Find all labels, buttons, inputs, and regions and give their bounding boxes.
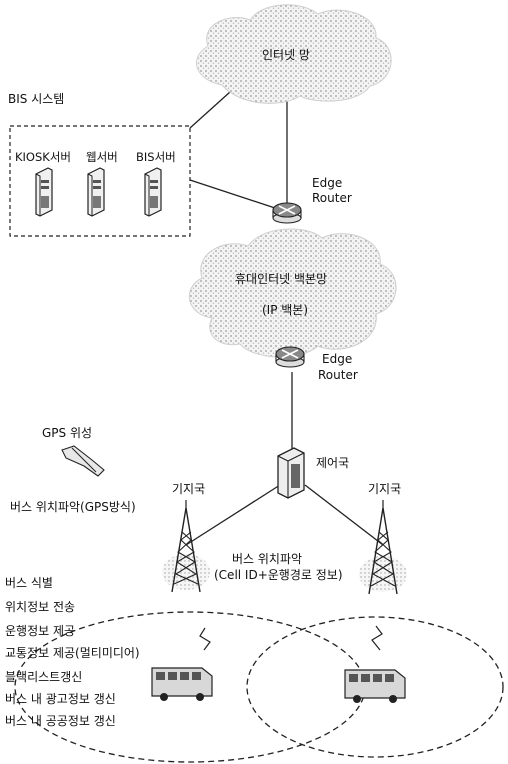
feature-item: 블랙리스트갱신 — [5, 670, 83, 684]
left-bus-icon — [151, 667, 213, 701]
right-coverage-ellipse — [246, 616, 504, 758]
gps-label: GPS 위성 — [42, 426, 93, 440]
edge-router-1-label-line1: Edge — [312, 176, 343, 190]
right-bus-icon — [344, 669, 406, 703]
left-base-station-tower-icon — [162, 500, 210, 593]
feature-item: 교통정보 제공(멀티미디어) — [5, 646, 140, 660]
control-to-left-bs-line — [185, 484, 281, 546]
backbone-cloud — [188, 228, 397, 358]
edge-router-1-label-line2: Router — [312, 191, 352, 205]
right-base-station-label: 기지국 — [368, 482, 402, 496]
gps-satellite-icon — [61, 445, 105, 477]
right-signal-icon — [371, 625, 383, 651]
edge-router-1-icon — [272, 202, 302, 224]
bis-server-label: BIS서버 — [136, 150, 176, 164]
right-base-station-tower-icon — [359, 500, 407, 595]
bis-system-title: BIS 시스템 — [8, 92, 65, 106]
internet-cloud — [196, 4, 392, 104]
kiosk-server-icon — [35, 167, 53, 217]
feature-item: 버스 내 공공정보 갱신 — [5, 714, 116, 728]
bus-location-cell-line1: 버스 위치파악 — [232, 552, 303, 566]
control-to-right-bs-line — [304, 484, 384, 546]
feature-item: 버스 내 광고정보 갱신 — [5, 692, 116, 706]
web-server-icon — [87, 167, 105, 217]
control-station-label: 제어국 — [316, 456, 350, 470]
backbone-label-line1: 휴대인터넷 백본망 — [235, 272, 328, 286]
edge-router-2-label-line1: Edge — [322, 352, 353, 366]
internet-label: 인터넷 망 — [262, 48, 310, 62]
bus-location-cell-line2: (Cell ID+운행경로 정보) — [214, 568, 343, 582]
kiosk-server-label: KIOSK서버 — [15, 150, 71, 164]
feature-item: 위치정보 전송 — [5, 600, 76, 614]
left-signal-icon — [199, 627, 211, 651]
bis-server-icon — [144, 167, 162, 217]
bus-location-gps-label: 버스 위치파악(GPS방식) — [10, 500, 136, 514]
control-station-icon — [277, 447, 305, 499]
backbone-label-line2: (IP 백본) — [262, 303, 309, 317]
bis-to-internet-line — [189, 91, 231, 129]
edge-router-2-label-line2: Router — [318, 368, 358, 382]
bis-to-router-line — [189, 179, 276, 209]
web-server-label: 웹서버 — [86, 150, 118, 164]
feature-item: 운행정보 제공 — [5, 624, 76, 638]
feature-item: 버스 식별 — [5, 576, 53, 590]
bis-system-box — [9, 125, 191, 237]
left-base-station-label: 기지국 — [172, 482, 206, 496]
edge-router-2-icon — [275, 346, 305, 368]
